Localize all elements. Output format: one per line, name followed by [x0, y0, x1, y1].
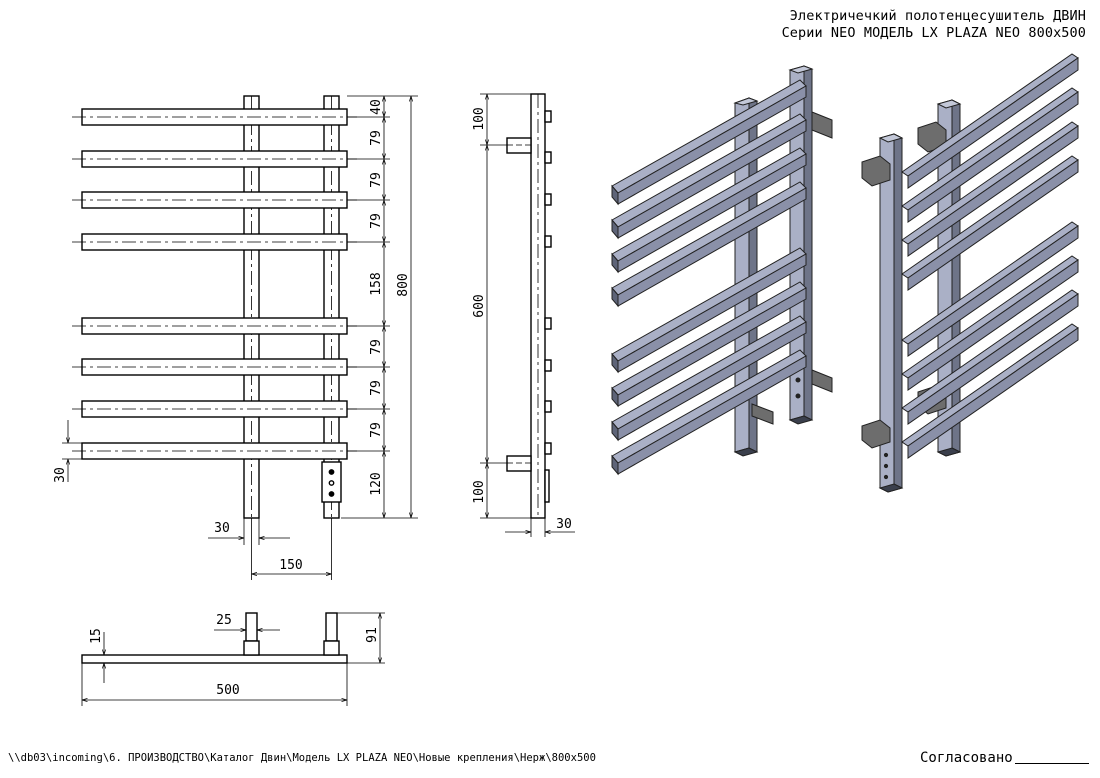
dim-label: 158: [369, 272, 384, 295]
dim-label: 79: [369, 130, 384, 146]
top-view-bar: [81, 654, 348, 664]
top-post-left-base: [243, 640, 260, 656]
dim-label-top-bar: 15: [89, 628, 104, 644]
front-bars: [81, 108, 348, 460]
approval-label: Согласовано: [920, 750, 1013, 766]
dim-label-depth: 30: [556, 517, 572, 532]
top-post-left: [245, 612, 258, 642]
dim-label-bottom-offset: 100: [472, 480, 487, 503]
dim-label: 79: [369, 339, 384, 355]
dim-label: 40: [369, 99, 384, 115]
title-line-2: Серии NEO МОДЕЛЬ LX PLAZA NEO 800x500: [781, 25, 1086, 41]
side-connection-top: [506, 137, 532, 154]
dim-label-top-post: 25: [216, 613, 232, 628]
front-dimension-labels: 40 79 79 79 158 79 79 79 120 800 30 30 1…: [53, 99, 411, 573]
dim-label-post-width: 30: [214, 521, 230, 536]
iso-rear-bars: [901, 53, 1079, 459]
dim-label-post-spacing: 150: [279, 558, 302, 573]
top-post-right-base: [323, 640, 340, 656]
dim-label-top-offset: 100: [472, 107, 487, 130]
front-view: [72, 95, 357, 519]
dim-label-top-depth: 91: [365, 627, 380, 643]
approval-signature-line: [1014, 763, 1089, 764]
isometric-view-front: [611, 65, 833, 476]
title-line-1: Электричечкий полотенцесушитель ДВИН: [789, 8, 1086, 24]
dim-label: 79: [369, 422, 384, 438]
front-dimensions: [62, 95, 418, 580]
dim-label: 79: [369, 380, 384, 396]
top-dimension-labels: 15 25 91 500: [89, 613, 380, 698]
dim-label-bar-thickness: 30: [53, 467, 68, 483]
dim-label-overall-height: 800: [396, 273, 411, 296]
file-path: \\db03\incoming\6. ПРОИЗВОДСТВО\Каталог …: [8, 752, 596, 764]
dim-label-top-width: 500: [216, 683, 239, 698]
dim-label: 120: [369, 472, 384, 495]
dim-label-connection-spacing: 600: [472, 294, 487, 317]
dim-label: 79: [369, 213, 384, 229]
side-bar-ends: [544, 110, 552, 455]
side-connection-bottom: [506, 455, 532, 472]
isometric-view-rear: [861, 53, 1079, 493]
top-dimensions: [81, 612, 385, 706]
side-dimensions: [480, 93, 575, 537]
drawing-title: Электричечкий полотенцесушитель ДВИН Сер…: [782, 8, 1086, 42]
top-view: [81, 612, 348, 664]
iso-front-bars: [611, 79, 807, 476]
side-dimension-labels: 100 600 100 30: [472, 107, 572, 532]
side-view: [506, 93, 552, 519]
dim-label: 79: [369, 172, 384, 188]
top-post-right: [325, 612, 338, 642]
heating-element-box: [321, 461, 342, 503]
approval-field: Согласовано: [920, 750, 1089, 766]
